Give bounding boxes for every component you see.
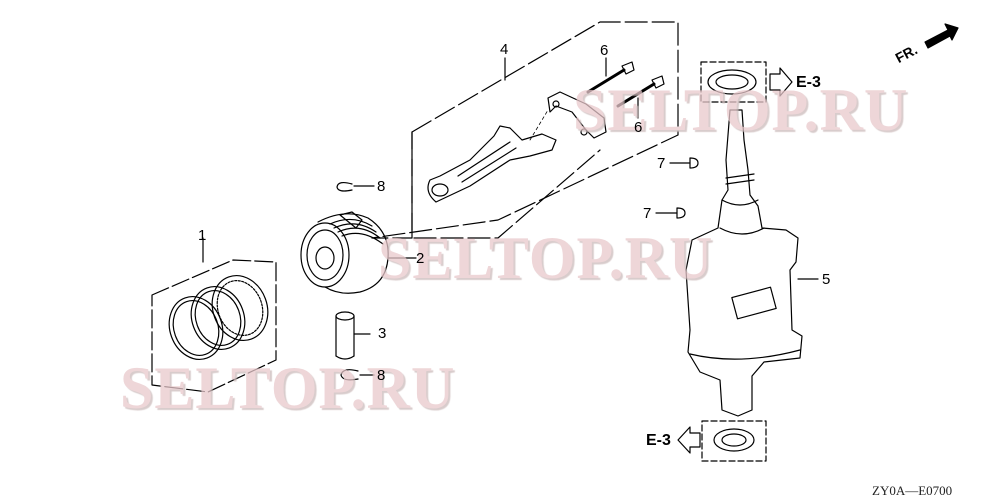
diagram-code: ZY0A—E0700	[872, 483, 953, 498]
callout-6-upper[interactable]: 6	[600, 42, 609, 59]
callout-8-lower[interactable]: 8	[377, 367, 386, 384]
connecting-rod-bolt-lower[interactable]	[616, 75, 665, 119]
callout-7-lower[interactable]: 7	[643, 205, 652, 222]
callout-6-lower[interactable]: 6	[634, 119, 643, 136]
woodruff-key-lower[interactable]	[655, 207, 686, 219]
callout-1[interactable]: 1	[198, 227, 207, 244]
callout-8-upper[interactable]: 8	[377, 178, 386, 195]
piston-pin[interactable]	[335, 311, 371, 360]
front-direction-arrow-icon	[924, 23, 959, 49]
oil-seal-lower[interactable]	[677, 420, 767, 462]
callout-7-upper[interactable]: 7	[657, 155, 666, 172]
reference-e3-bottom[interactable]: E-3	[646, 432, 671, 449]
piston-ring-set[interactable]	[151, 237, 277, 393]
woodruff-key-upper[interactable]	[669, 157, 699, 169]
callout-5[interactable]: 5	[822, 271, 831, 288]
piston[interactable]	[300, 211, 417, 294]
callout-2[interactable]: 2	[416, 250, 425, 267]
connecting-rod-assembly[interactable]	[371, 21, 679, 239]
crankshaft[interactable]	[685, 109, 819, 417]
callout-4[interactable]: 4	[500, 41, 509, 58]
reference-e3-top[interactable]: E-3	[796, 74, 821, 91]
piston-pin-clip-upper[interactable]	[336, 181, 375, 192]
connecting-rod-bolt-upper[interactable]	[586, 57, 635, 94]
callout-3[interactable]: 3	[378, 325, 387, 342]
oil-seal-upper[interactable]	[700, 61, 793, 103]
piston-pin-clip-lower[interactable]	[340, 369, 375, 381]
